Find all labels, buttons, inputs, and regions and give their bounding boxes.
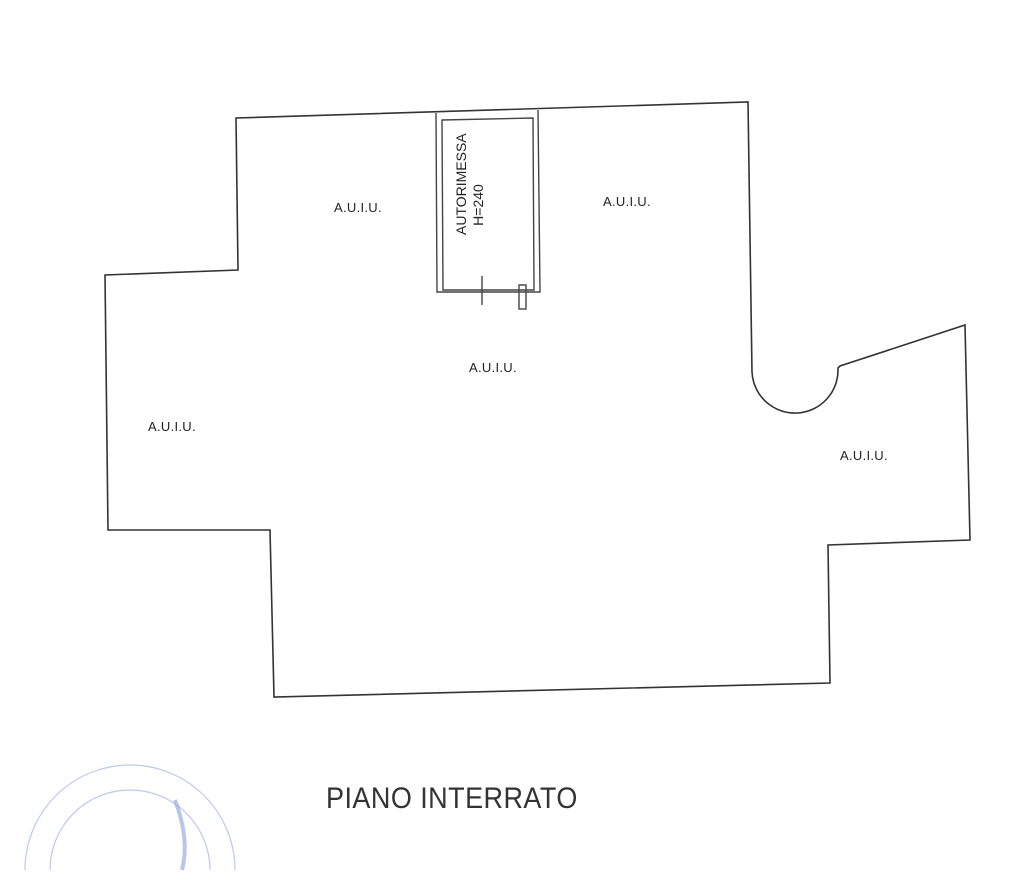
room-label: A.U.I.U. bbox=[603, 194, 651, 209]
stamp bbox=[24, 764, 236, 871]
garage-height: H=240 bbox=[470, 184, 486, 226]
room-label: A.U.I.U. bbox=[840, 448, 888, 463]
garage-name: AUTORIMESSA bbox=[453, 133, 469, 235]
building-outline bbox=[104, 101, 971, 698]
garage-label: AUTORIMESSA H=240 bbox=[453, 133, 487, 235]
garage-box bbox=[435, 109, 541, 310]
room-label: A.U.I.U. bbox=[148, 419, 196, 434]
room-label: A.U.I.U. bbox=[334, 200, 382, 215]
room-label: A.U.I.U. bbox=[469, 360, 517, 375]
plan-title: PIANO INTERRATO bbox=[326, 782, 578, 815]
